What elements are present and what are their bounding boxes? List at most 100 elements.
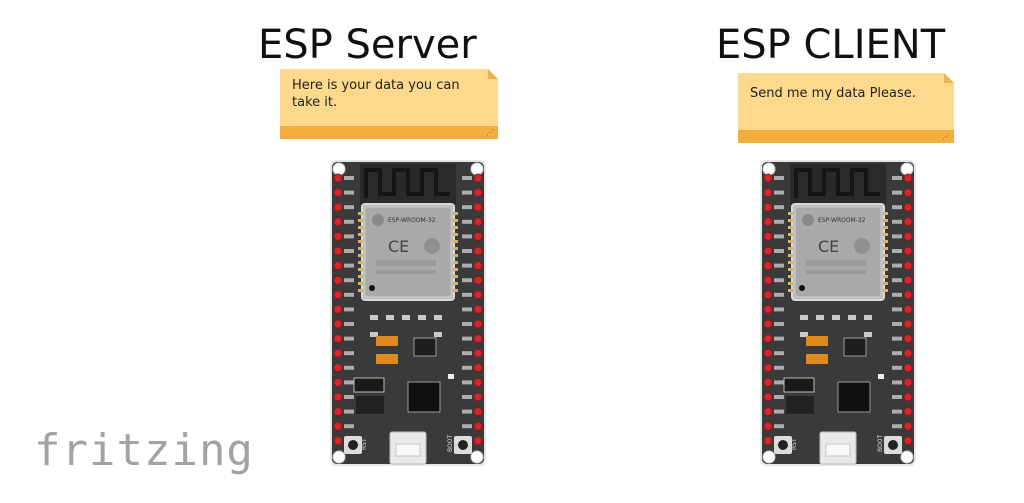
header-pin-right bbox=[473, 392, 483, 402]
voltage-regulator bbox=[413, 337, 437, 357]
header-pin-right bbox=[903, 319, 913, 329]
pin-label bbox=[774, 409, 784, 414]
smd-component bbox=[832, 315, 840, 320]
pin-label bbox=[892, 234, 902, 239]
header-pin-left bbox=[333, 334, 343, 344]
module-pin bbox=[358, 233, 363, 236]
smd-component bbox=[848, 315, 856, 320]
pin-label bbox=[892, 336, 902, 341]
client-message-note: Send me my data Please. ⋰ bbox=[738, 73, 954, 143]
module-pin bbox=[883, 254, 888, 257]
boot-button-cap bbox=[458, 440, 468, 450]
pin-label bbox=[774, 278, 784, 283]
header-pin-left bbox=[763, 392, 773, 402]
pin-label bbox=[462, 234, 472, 239]
usb-uart-chip bbox=[837, 381, 871, 413]
header-pin-left bbox=[333, 421, 343, 431]
header-pin-left bbox=[763, 334, 773, 344]
header-pin-right bbox=[473, 202, 483, 212]
module-pin bbox=[453, 275, 458, 278]
pin-label bbox=[892, 278, 902, 283]
header-pin-left bbox=[763, 319, 773, 329]
module-pin bbox=[453, 282, 458, 285]
header-pin-right bbox=[473, 421, 483, 431]
header-pin-left bbox=[763, 246, 773, 256]
pin-label bbox=[462, 176, 472, 180]
pin-label bbox=[774, 380, 784, 385]
header-pin-left bbox=[333, 173, 343, 183]
pin-label bbox=[344, 263, 354, 268]
module-pin bbox=[358, 254, 363, 257]
micro-usb-opening bbox=[825, 443, 851, 457]
tantalum-capacitor bbox=[806, 354, 828, 364]
boot-label: BOOT bbox=[877, 435, 884, 452]
header-pin-left bbox=[763, 407, 773, 417]
pin-label bbox=[892, 380, 902, 385]
header-pin-right bbox=[473, 261, 483, 271]
module-pin bbox=[453, 254, 458, 257]
pin-label bbox=[462, 336, 472, 341]
pin-label bbox=[344, 365, 354, 370]
pin-label bbox=[892, 219, 902, 224]
mounting-hole bbox=[900, 162, 914, 176]
server-title: ESP Server bbox=[258, 22, 477, 68]
pin1-marker bbox=[369, 285, 375, 291]
header-pin-right bbox=[903, 246, 913, 256]
header-pin-right bbox=[473, 304, 483, 314]
ce-mark: CE bbox=[388, 237, 409, 256]
header-pin-right bbox=[903, 261, 913, 271]
wifi-badge-icon bbox=[372, 214, 384, 226]
module-pin bbox=[453, 268, 458, 271]
module-pin bbox=[358, 219, 363, 222]
module-pin bbox=[788, 226, 793, 229]
pin-label bbox=[774, 365, 784, 370]
module-pin bbox=[883, 240, 888, 243]
pin-label bbox=[774, 424, 784, 429]
pin-label bbox=[462, 292, 472, 297]
module-cert-text bbox=[806, 260, 866, 266]
module-pin bbox=[788, 240, 793, 243]
module-pin bbox=[788, 247, 793, 250]
pin-label bbox=[892, 395, 902, 399]
header-pin-left bbox=[333, 261, 343, 271]
module-pin bbox=[883, 261, 888, 264]
header-pin-right bbox=[473, 348, 483, 358]
module-pin bbox=[358, 289, 363, 292]
smd-component bbox=[816, 315, 824, 320]
pin-label bbox=[774, 219, 784, 224]
wifi-logo-icon bbox=[854, 238, 870, 254]
module-pin bbox=[453, 212, 458, 215]
status-led bbox=[878, 374, 884, 379]
smd-component bbox=[418, 315, 426, 320]
pin-label bbox=[462, 219, 472, 224]
module-pin bbox=[358, 275, 363, 278]
header-pin-right bbox=[473, 290, 483, 300]
pin-label bbox=[892, 409, 902, 414]
module-pin bbox=[883, 275, 888, 278]
pin-label bbox=[344, 336, 354, 341]
header-pin-right bbox=[903, 377, 913, 387]
module-pin bbox=[788, 289, 793, 292]
pin1-marker bbox=[799, 285, 805, 291]
module-pin bbox=[358, 261, 363, 264]
module-pin bbox=[788, 275, 793, 278]
header-pin-right bbox=[903, 392, 913, 402]
module-pin bbox=[788, 268, 793, 271]
voltage-regulator bbox=[843, 337, 867, 357]
pin-label bbox=[462, 424, 472, 429]
header-pin-right bbox=[903, 348, 913, 358]
module-pin bbox=[788, 212, 793, 215]
header-pin-right bbox=[903, 217, 913, 227]
pin-label bbox=[774, 395, 784, 399]
module-label: ESP-WROOM-32 bbox=[388, 217, 436, 224]
header-pin-right bbox=[473, 436, 483, 446]
resize-grip-icon: ⋰ bbox=[942, 132, 950, 141]
header-pin-left bbox=[763, 421, 773, 431]
header-pin-left bbox=[333, 246, 343, 256]
pin-label bbox=[344, 409, 354, 414]
header-pin-right bbox=[473, 231, 483, 241]
mounting-hole bbox=[762, 162, 776, 176]
pin-label bbox=[774, 249, 784, 253]
header-pin-right bbox=[903, 436, 913, 446]
header-pin-left bbox=[333, 304, 343, 314]
